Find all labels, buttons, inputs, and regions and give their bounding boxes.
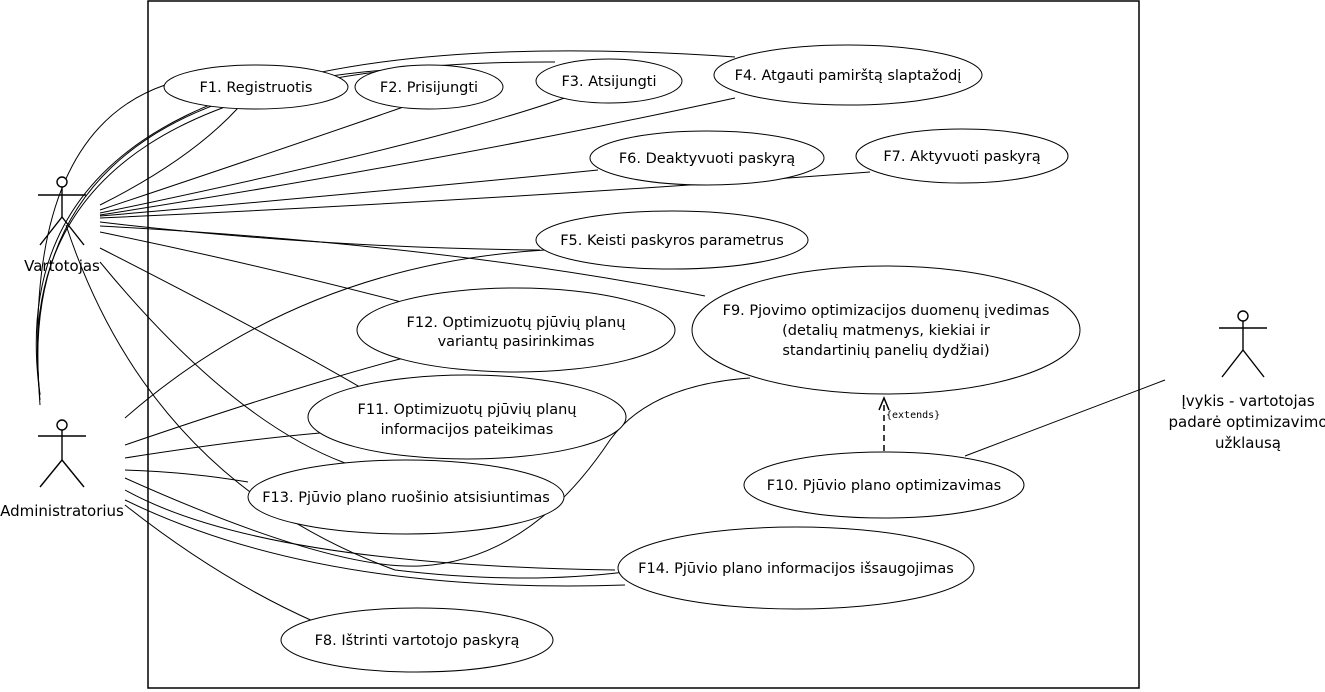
actor-event-label-line3: užklausą	[1215, 434, 1281, 452]
actor-admin[interactable]: Administratorius	[0, 419, 124, 520]
uc-f12-label-line1: F12. Optimizuotų pjūvių planų	[407, 315, 626, 331]
system-boundary	[147, 0, 1140, 689]
actor-user[interactable]: Vartotojas	[24, 176, 100, 275]
actor-event[interactable]: Įvykis - vartotojas padarė optimizavimo …	[1168, 310, 1325, 452]
assoc-user-f13	[99, 261, 346, 464]
uc-f4-label: F4. Atgauti pamirštą slaptažodį	[735, 68, 962, 84]
uc-f12[interactable]: F12. Optimizuotų pjūvių planų variantų p…	[356, 287, 676, 373]
assoc-user-f11	[99, 247, 376, 397]
uc-f10[interactable]: F10. Pjūvio plano optimizavimas	[743, 451, 1025, 519]
uc-f11-label-line2: informacijos pateikimas	[381, 422, 554, 438]
uc-f8[interactable]: F8. Ištrinti vartotojo paskyrą	[280, 607, 554, 673]
assoc-admin-f9	[124, 377, 751, 567]
actor-admin-label: Administratorius	[0, 502, 124, 520]
uc-f11[interactable]: F11. Optimizuotų pjūvių planų informacij…	[307, 374, 627, 460]
assoc-admin-f14a	[124, 489, 616, 571]
actor-event-icon	[1219, 310, 1267, 378]
uc-f1-label: F1. Registruotis	[200, 80, 313, 96]
uc-f3[interactable]: F3. Atsijungti	[535, 58, 683, 104]
uc-f7[interactable]: F7. Aktyvuoti paskyrą	[855, 128, 1069, 184]
uc-f1[interactable]: F1. Registruotis	[163, 64, 349, 110]
assoc-user-f14	[65, 224, 626, 579]
uc-f14-label: F14. Pjūvio plano informacijos išsaugoji…	[638, 561, 954, 577]
uc-f6-label: F6. Deaktyvuoti paskyrą	[619, 151, 795, 167]
assoc-event-f10	[964, 379, 1166, 457]
assoc-user-f6	[99, 169, 599, 217]
uc-f3-label: F3. Atsijungti	[561, 74, 656, 90]
assoc-admin-f4	[35, 50, 736, 396]
uc-f13[interactable]: F13. Pjūvio plano ruošinio atsisiuntimas	[247, 459, 565, 535]
assoc-user-f3	[99, 95, 571, 214]
assoc-user-f4	[99, 97, 736, 216]
uc-f6[interactable]: F6. Deaktyvuoti paskyrą	[589, 130, 825, 186]
uc-f5-label: F5. Keisti paskyros parametrus	[560, 233, 784, 249]
uc-f5[interactable]: F5. Keisti paskyros parametrus	[535, 210, 809, 270]
assoc-admin-f5	[124, 249, 546, 419]
assoc-user-f1	[99, 107, 239, 206]
uc-f4[interactable]: F4. Atgauti pamirštą slaptažodį	[713, 44, 983, 106]
extends-arrowhead	[878, 396, 890, 411]
assoc-user-f9	[99, 225, 706, 297]
assoc-admin-f2	[37, 69, 386, 401]
assoc-admin-f1	[37, 84, 166, 406]
uc-f2[interactable]: F2. Prisijungti	[354, 64, 504, 110]
actor-event-label-line2: padarė optimizavimo	[1168, 413, 1325, 431]
assoc-admin-f11	[124, 432, 321, 459]
assoc-user-f2	[99, 103, 413, 211]
uc-f14[interactable]: F14. Pjūvio plano informacijos išsaugoji…	[617, 526, 975, 610]
assoc-admin-f12	[124, 354, 416, 446]
assoc-admin-f13	[124, 469, 249, 483]
assoc-admin-f8	[124, 504, 316, 623]
uc-f11-label-line1: F11. Optimizuotų pjūvių planų	[358, 402, 577, 418]
uc-f2-label: F2. Prisijungti	[380, 80, 478, 96]
user-associations	[65, 95, 871, 579]
uc-f12-label-line2: variantų pasirinkimas	[438, 334, 595, 350]
assoc-user-f12	[99, 231, 406, 304]
uc-f9[interactable]: F9. Pjovimo optimizacijos duomenų įvedim…	[691, 265, 1081, 395]
uc-f8-label: F8. Ištrinti vartotojo paskyrą	[315, 633, 520, 649]
admin-associations	[35, 50, 751, 623]
actor-admin-icon	[38, 419, 86, 488]
uc-f9-label-line2: (detalių matmenys, kiekiai ir	[782, 323, 990, 339]
actor-user-label: Vartotojas	[24, 257, 100, 275]
uc-f13-label: F13. Pjūvio plano ruošinio atsisiuntimas	[262, 490, 550, 506]
extends-label: {extends}	[886, 410, 940, 421]
uc-f9-label-line1: F9. Pjovimo optimizacijos duomenų įvedim…	[723, 303, 1050, 319]
uc-f10-label: F10. Pjūvio plano optimizavimas	[767, 478, 1001, 494]
extends-relation: {extends}	[878, 396, 940, 461]
uc-f9-label-line3: standartinių panelių dydžiai)	[782, 343, 989, 359]
assoc-admin-f14b	[124, 499, 626, 587]
actor-user-icon	[38, 176, 86, 246]
uc-f7-label: F7. Aktyvuoti paskyrą	[883, 149, 1040, 165]
actor-event-label-line1: Įvykis - vartotojas	[1181, 392, 1315, 410]
